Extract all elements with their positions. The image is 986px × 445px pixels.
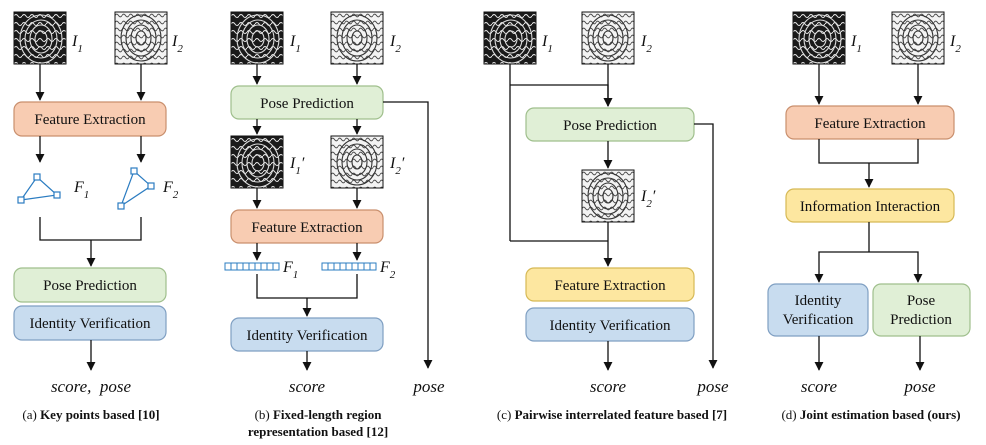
pose-prediction-label: Pose Prediction — [260, 96, 354, 112]
score-output-label: score — [590, 377, 627, 396]
input-1-label: I1 — [541, 33, 553, 55]
identity-verification-box — [767, 283, 869, 337]
identity-verification-box — [525, 307, 695, 342]
score-output-label: score — [289, 377, 326, 396]
aligned-2-label: I2′ — [389, 155, 405, 177]
caption-a: (a) Key points based [10] — [22, 407, 159, 422]
caption-c: (c) Pairwise interrelated feature based … — [497, 407, 727, 422]
pose-output-label: pose — [412, 377, 445, 396]
panel-c: I1 I2 Pose Prediction I2′ Feature Extrac… — [483, 11, 729, 422]
identity-verification-label: Identity Verification — [30, 316, 151, 332]
identity-verification-label-line1: Identity — [795, 293, 842, 309]
identity-verification-box — [13, 305, 167, 341]
score-output-label: score — [801, 377, 838, 396]
fingerprint-image-2 — [330, 11, 384, 65]
feature-extraction-label: Feature Extraction — [814, 116, 926, 132]
pose-output-label: pose — [903, 377, 936, 396]
input-2-label: I2 — [389, 33, 401, 55]
feature-extraction-label: Feature Extraction — [34, 112, 146, 128]
aligned-fingerprint-2 — [330, 135, 384, 189]
pose-prediction-box — [13, 267, 167, 303]
feature-extraction-box — [13, 101, 167, 137]
output-label: score, pose — [51, 377, 132, 396]
fingerprint-image-2 — [891, 11, 945, 65]
feature-extraction-box — [785, 105, 955, 140]
feature-extraction-label: Feature Extraction — [554, 278, 666, 294]
feature-1-label: F1 — [73, 179, 89, 201]
fixed-length-vector-icon-2 — [321, 262, 377, 271]
fingerprint-image-1 — [792, 11, 846, 65]
input-2-label: I2 — [171, 33, 183, 55]
feature-1-label: F1 — [282, 259, 298, 281]
keypoint-graph-icon-2 — [117, 167, 155, 210]
pose-prediction-label: Pose Prediction — [43, 278, 137, 294]
aligned-fingerprint-1 — [230, 135, 284, 189]
pose-output-label: pose — [696, 377, 729, 396]
pose-prediction-box — [872, 283, 971, 337]
identity-verification-label: Identity Verification — [247, 328, 368, 344]
caption-d: (d) Joint estimation based (ours) — [781, 407, 960, 422]
information-interaction-label: Information Interaction — [800, 199, 941, 215]
fingerprint-image-1 — [230, 11, 284, 65]
feature-2-label: F2 — [162, 179, 179, 201]
pose-prediction-label: Pose Prediction — [563, 118, 657, 134]
feature-extraction-box — [525, 267, 695, 302]
input-2-label: I2 — [949, 33, 961, 55]
identity-verification-label-line2: Verification — [783, 312, 854, 328]
aligned-2-label: I2′ — [640, 188, 656, 210]
keypoint-graph-icon-1 — [17, 173, 61, 204]
aligned-fingerprint-2 — [581, 169, 635, 223]
fingerprint-image-2 — [581, 11, 635, 65]
fixed-length-vector-icon-1 — [224, 262, 280, 271]
input-1-label: I1 — [71, 33, 83, 55]
input-1-label: I1 — [850, 33, 862, 55]
panel-d: I1 I2 Feature Extraction Information Int… — [767, 11, 971, 422]
input-2-label: I2 — [640, 33, 652, 55]
panel-a: I1 I2 Feature Extraction F1 F2 Pose Pred… — [13, 11, 183, 422]
fingerprint-image-1 — [13, 11, 67, 65]
pose-prediction-label-line1: Pose — [907, 293, 936, 309]
caption-b-line1: (b) Fixed-length region — [255, 407, 383, 422]
aligned-1-label: I1′ — [289, 155, 305, 177]
panel-b: I1 I2 Pose Prediction I1′ I2′ Feature Ex… — [224, 11, 445, 439]
fingerprint-image-1 — [483, 11, 537, 65]
identity-verification-label: Identity Verification — [550, 318, 671, 334]
caption-b-line2: representation based [12] — [248, 424, 388, 439]
pose-prediction-label-line2: Prediction — [890, 312, 952, 328]
information-interaction-box — [785, 188, 955, 223]
fingerprint-image-2 — [114, 11, 168, 65]
feature-extraction-label: Feature Extraction — [251, 220, 363, 236]
feature-2-label: F2 — [379, 259, 396, 281]
feature-extraction-box — [230, 209, 384, 244]
input-1-label: I1 — [289, 33, 301, 55]
